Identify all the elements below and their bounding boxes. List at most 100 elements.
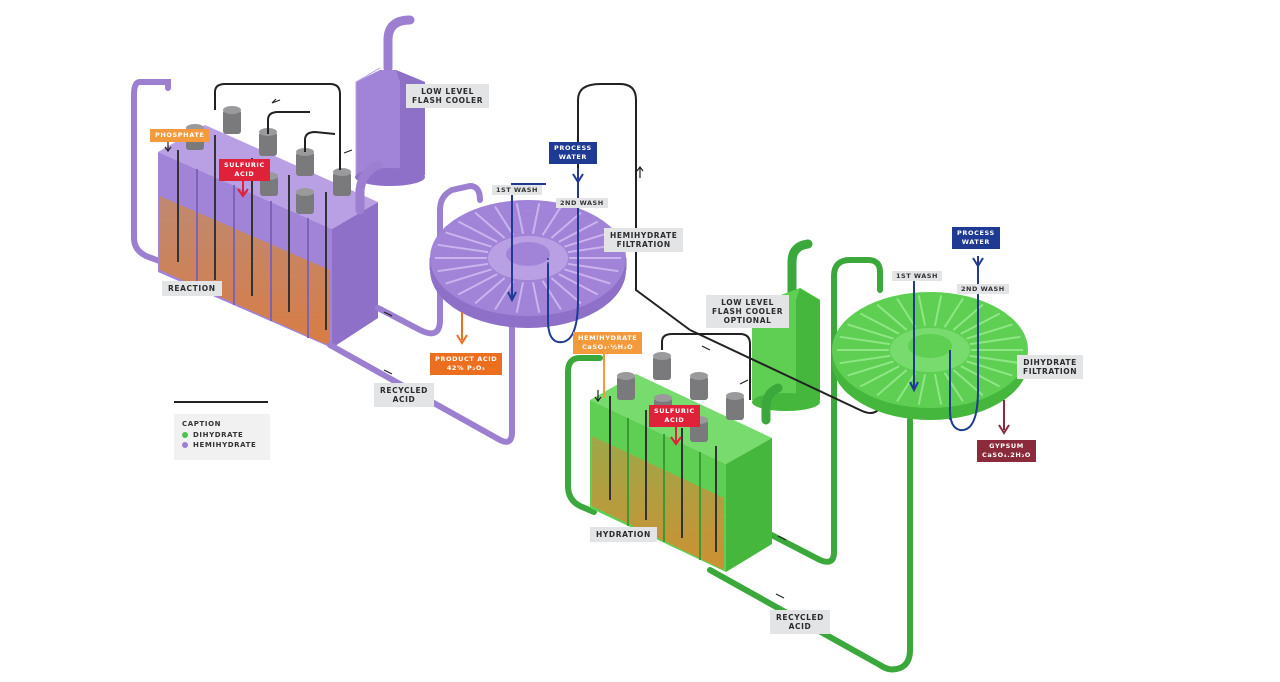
label-line: ACID <box>234 170 255 178</box>
label-process-water-2: PROCESS WATER <box>952 227 1000 249</box>
label-reaction: REACTION <box>162 281 222 296</box>
hydration-vapour-line <box>661 333 751 400</box>
process-water-line-1 <box>511 183 546 298</box>
filter-spoke <box>943 297 964 328</box>
label-first-wash-2: 1ST WASH <box>892 271 942 281</box>
filter-spoke <box>917 295 927 327</box>
hydration-recirc-pipe <box>565 355 603 515</box>
filter-spoke <box>550 277 582 305</box>
reaction-section <box>131 79 379 348</box>
label-line: OPTIONAL <box>723 316 772 325</box>
filter-spoke <box>917 373 927 405</box>
filter-spoke <box>474 211 506 239</box>
label-line: HEMIHYDRATE <box>610 231 678 240</box>
label-line: CaSO₄·½H₂O <box>582 343 634 351</box>
label-low-level-flash-cooler-optional: LOW LEVEL FLASH COOLER OPTIONAL <box>706 295 790 328</box>
filter-spoke <box>541 280 562 311</box>
label-line: ACID <box>392 395 416 404</box>
filter-spoke <box>494 205 515 236</box>
label-line: 42% P₂O₅ <box>446 364 486 372</box>
filter-spoke <box>494 280 515 311</box>
label-line: SULFURIC <box>224 161 265 169</box>
filter-spoke <box>876 303 908 331</box>
filter-spoke <box>445 268 492 285</box>
label-line: ACID <box>788 622 812 631</box>
dihydrate-filter <box>832 292 1028 420</box>
filter-spoke <box>550 211 582 239</box>
label-line: WATER <box>961 238 991 246</box>
filter-spoke <box>445 231 492 248</box>
filter-spoke <box>515 203 525 235</box>
label-line: FLASH COOLER <box>412 96 484 105</box>
label-recycled-acid-1: RECYCLED ACID <box>374 383 434 407</box>
label-line: FLASH COOLER <box>712 307 784 316</box>
filter-spoke <box>966 323 1013 340</box>
legend-label: DIHYDRATE <box>193 431 244 439</box>
label-line: SULFURIC <box>654 407 695 415</box>
hemihydrate-filter <box>429 200 627 328</box>
filter-spoke <box>474 277 506 305</box>
label-line: GYPSUM <box>989 442 1024 450</box>
label-line: RECYCLED <box>776 613 824 622</box>
filter-spoke <box>531 281 541 313</box>
hydration-to-filter-pipe <box>759 257 883 565</box>
label-line: PROCESS <box>554 144 592 152</box>
label-hydration: HYDRATION <box>590 527 657 542</box>
label-second-wash-1: 2ND WASH <box>556 198 608 208</box>
legend-item-hemihydrate: HEMIHYDRATE <box>182 441 262 449</box>
label-line: LOW LEVEL <box>721 298 774 307</box>
reaction-tank-side <box>332 202 378 348</box>
label-line: CaSO₄.2H₂O <box>982 451 1032 459</box>
filter-spoke <box>839 354 891 365</box>
label-dihydrate-filtration: DIHYDRATE FILTRATION <box>1017 355 1084 379</box>
label-line: FILTRATION <box>616 240 671 249</box>
label-low-level-flash-cooler: LOW LEVEL FLASH COOLER <box>406 84 490 108</box>
label-line: PROCESS <box>957 229 995 237</box>
label-sulfuric-acid-1: SULFURIC ACID <box>219 159 270 181</box>
filter-spoke <box>515 281 525 313</box>
caption-title: CAPTION <box>182 420 222 428</box>
filter-spoke <box>567 262 619 273</box>
filter-spoke <box>564 231 611 248</box>
legend-item-dihydrate: DIHYDRATE <box>182 431 262 439</box>
filter-spoke <box>960 365 1001 388</box>
label-second-wash-2: 2ND WASH <box>957 284 1009 294</box>
reaction-tank-liquid <box>160 196 330 346</box>
filter-spoke <box>896 372 917 403</box>
label-line: RECYCLED <box>380 386 428 395</box>
label-line: DIHYDRATE <box>1023 358 1077 367</box>
filter-spoke <box>839 335 891 346</box>
filter-spoke <box>457 273 498 296</box>
caption-legend: CAPTION DIHYDRATE HEMIHYDRATE <box>174 414 270 460</box>
hydration-tank-liquid <box>592 436 724 570</box>
label-line: REACTION <box>168 284 216 293</box>
reaction-recirc-pipe <box>131 79 171 265</box>
label-hemihydrate-out: HEMIHYDRATE CaSO₄·½H₂O <box>573 332 643 354</box>
legend-dot-hemihydrate <box>182 442 188 448</box>
flash-cooler-2 <box>752 239 820 425</box>
filtrate-loop-2 <box>689 329 879 414</box>
label-sulfuric-acid-2: SULFURIC ACID <box>649 405 700 427</box>
hydration-tank-side <box>726 438 772 572</box>
filter-spoke <box>859 312 900 335</box>
label-first-wash-1: 1ST WASH <box>492 185 542 195</box>
filter-spoke <box>933 373 943 405</box>
label-hemihydrate-filtration: HEMIHYDRATE FILTRATION <box>604 228 684 252</box>
filter-spoke <box>876 369 908 397</box>
filter-spoke <box>896 297 917 328</box>
label-line: HYDRATION <box>596 530 651 539</box>
reaction-to-filter-pipe <box>375 182 483 337</box>
filter-spoke <box>943 372 964 403</box>
filter-spoke <box>531 203 541 235</box>
filter-spoke <box>457 220 498 243</box>
label-line: ACID <box>664 416 685 424</box>
legend-dot-dihydrate <box>182 432 188 438</box>
label-product-acid: PRODUCT ACID 42% P₂O₅ <box>430 353 503 375</box>
filter-spoke <box>847 323 894 340</box>
caption-rule <box>174 401 268 403</box>
recycled-acid-pipe-1 <box>327 297 515 445</box>
legend-label: HEMIHYDRATE <box>193 441 257 449</box>
filter-spoke <box>541 205 562 236</box>
filter-spoke <box>933 295 943 327</box>
label-line: PHOSPHATE <box>155 131 205 139</box>
